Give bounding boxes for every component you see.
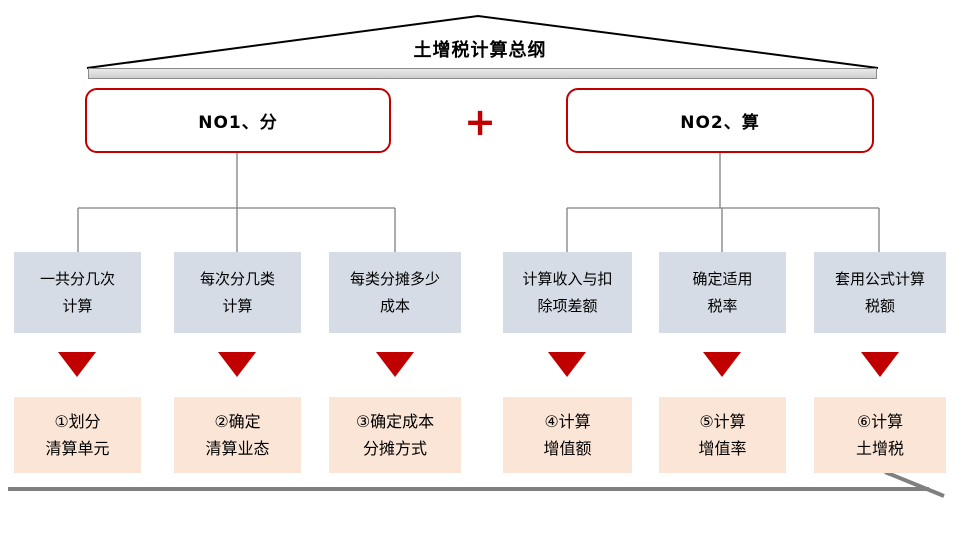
- step-box-6: ⑥计算 土增税: [814, 397, 946, 473]
- roof-beam: [88, 68, 877, 79]
- down-arrow-icon: [703, 352, 741, 377]
- diagram-title: 土增税计算总纲: [413, 40, 547, 61]
- question-box-1: 一共分几次 计算: [14, 252, 141, 333]
- step-box-3: ③确定成本 分摊方式: [329, 397, 461, 473]
- bottom-baseline-flick: [884, 470, 945, 498]
- step-box-1: ①划分 清算单元: [14, 397, 141, 473]
- down-arrow-icon: [376, 352, 414, 377]
- question-box-3: 每类分摊多少 成本: [329, 252, 461, 333]
- down-arrow-icon: [58, 352, 96, 377]
- roof-outline: [86, 14, 879, 69]
- plus-sign: +: [464, 100, 496, 144]
- step-box-4: ④计算 增值额: [503, 397, 632, 473]
- question-box-6: 套用公式计算 税额: [814, 252, 946, 333]
- down-arrow-icon: [548, 352, 586, 377]
- down-arrow-icon: [218, 352, 256, 377]
- down-arrow-icon: [861, 352, 899, 377]
- branch-no1: NO1、分: [85, 88, 391, 153]
- question-box-4: 计算收入与扣 除项差额: [503, 252, 632, 333]
- step-box-5: ⑤计算 增值率: [659, 397, 786, 473]
- question-box-5: 确定适用 税率: [659, 252, 786, 333]
- question-box-2: 每次分几类 计算: [174, 252, 301, 333]
- branch-no2: NO2、算: [566, 88, 874, 153]
- step-box-2: ②确定 清算业态: [174, 397, 301, 473]
